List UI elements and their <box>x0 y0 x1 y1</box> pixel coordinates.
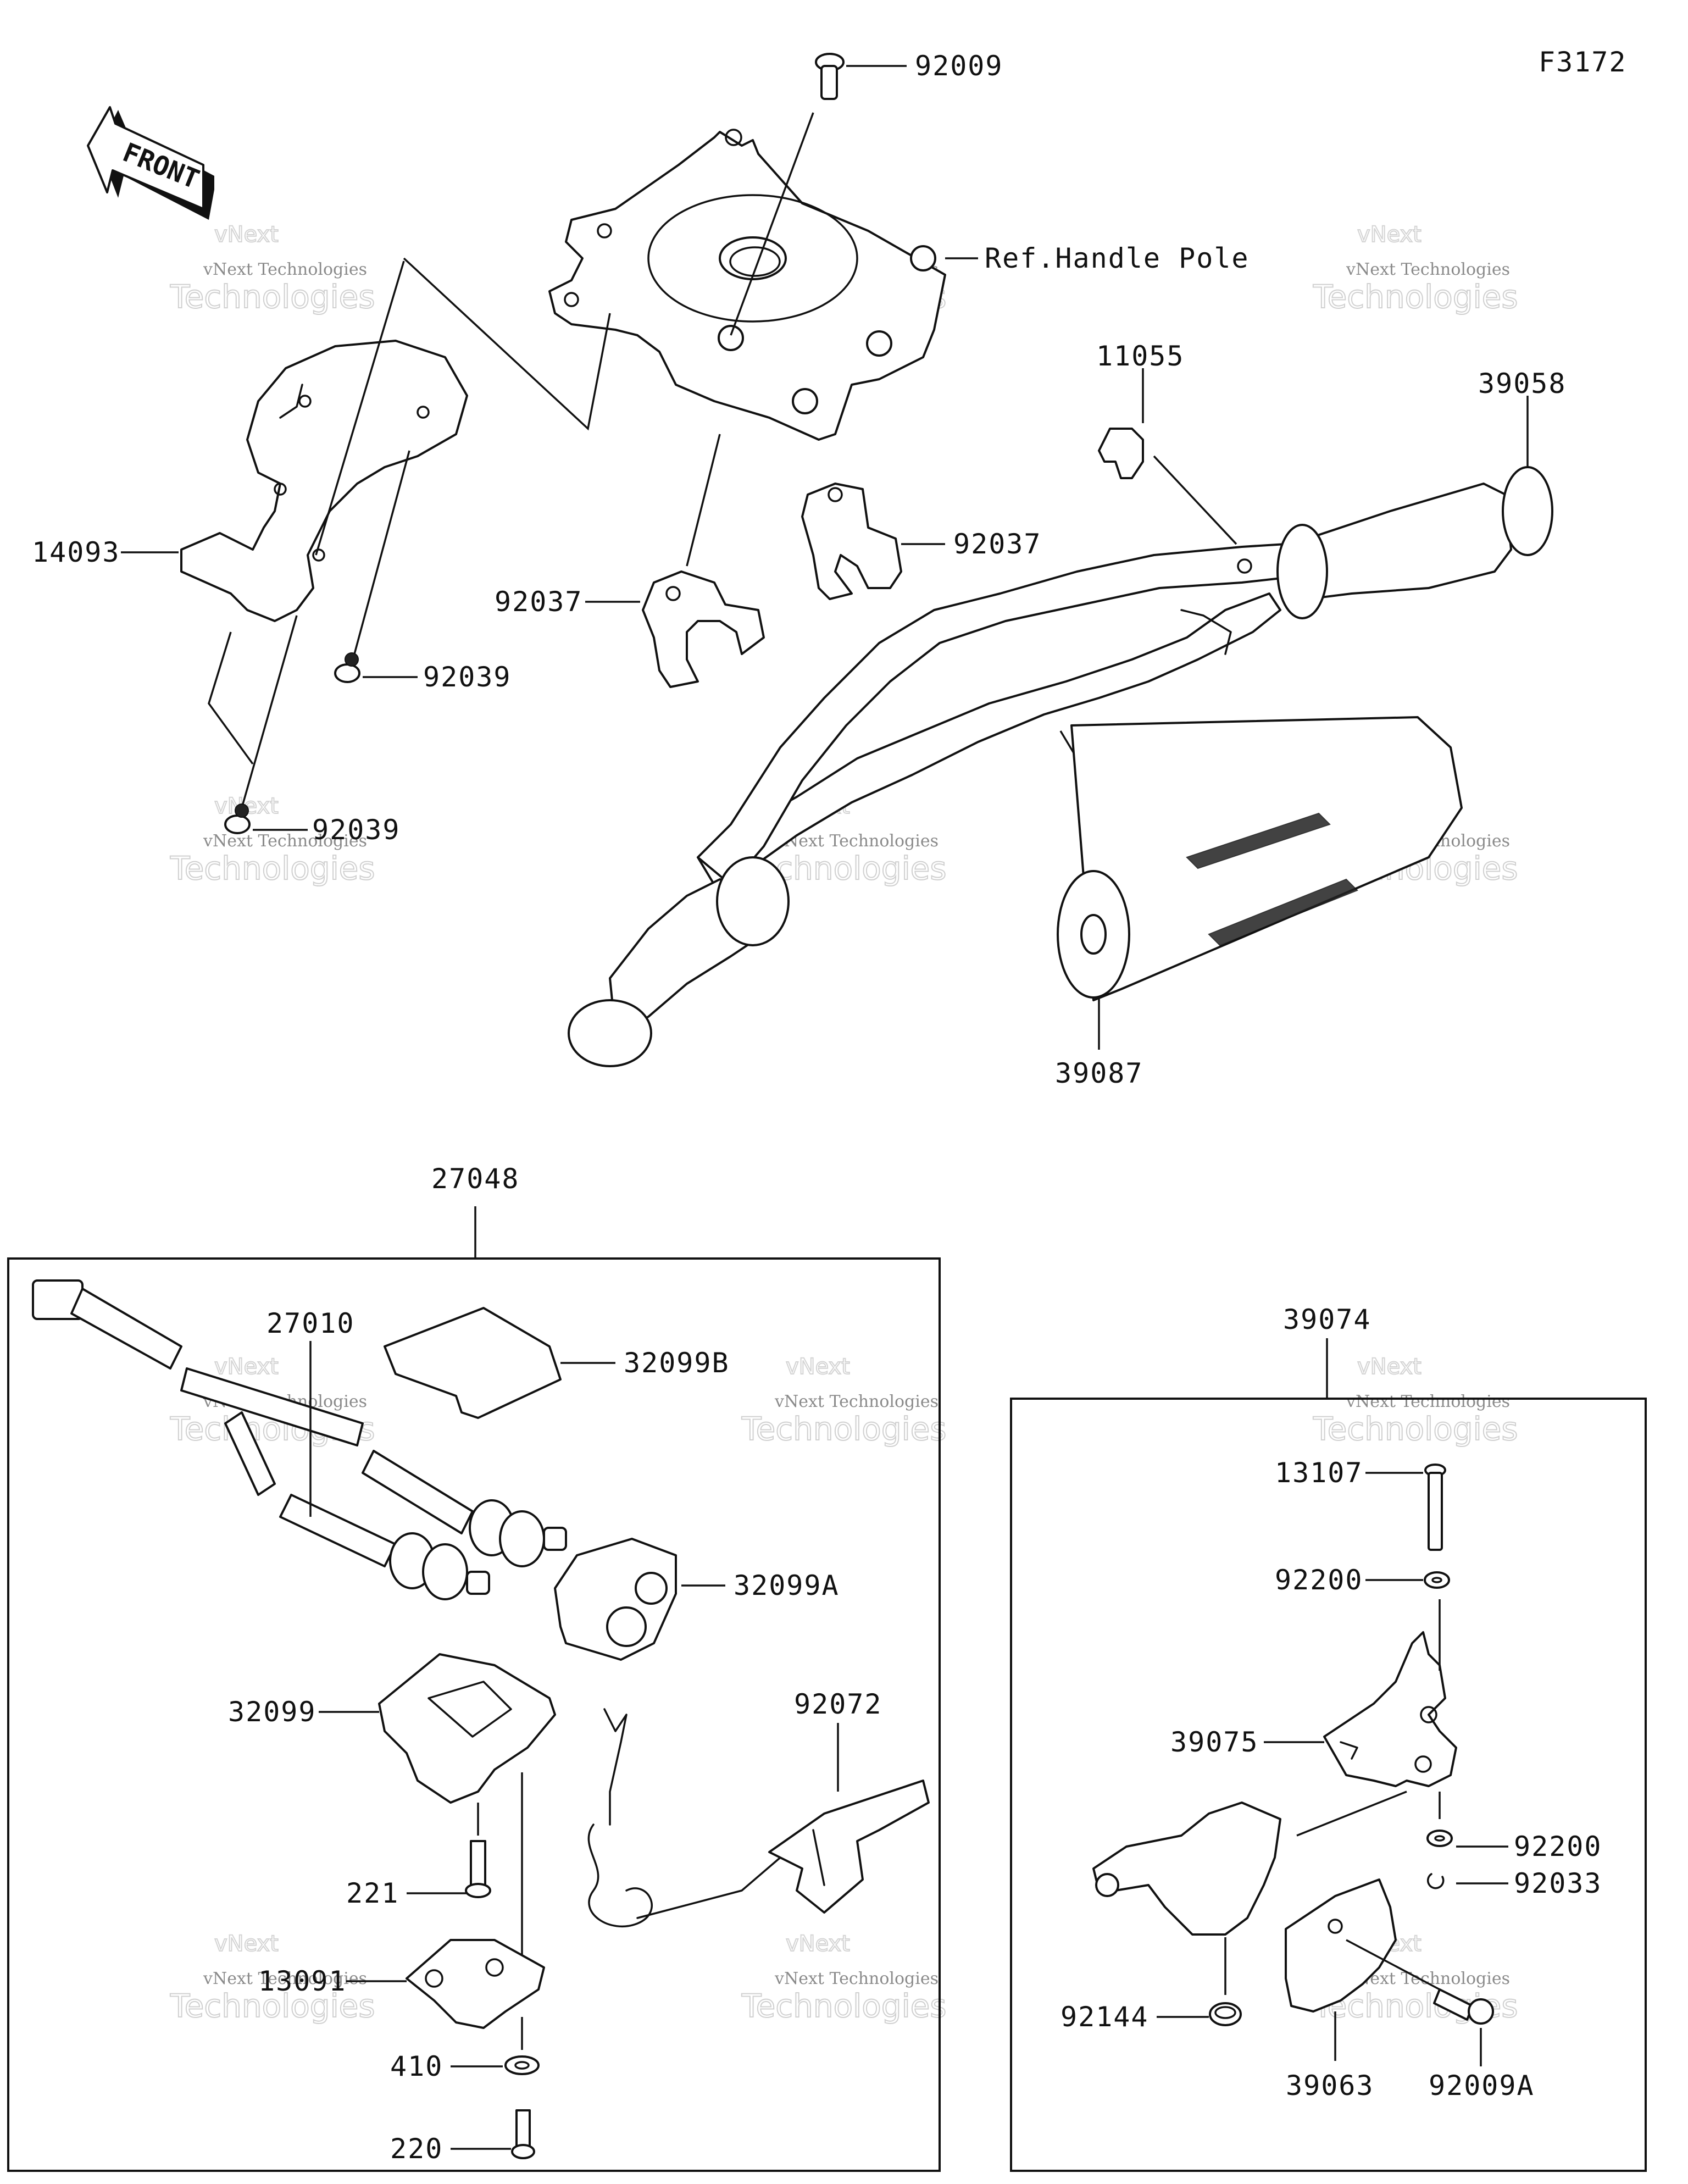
watermark-small: vNext Technologies <box>1346 1392 1510 1411</box>
circlip-92033: 92033 <box>1427 1867 1602 1899</box>
watermark-large: Technologies <box>1313 1410 1518 1448</box>
watermark-large: Technologies <box>170 850 375 887</box>
pin-13107: 13107 <box>1275 1457 1446 1551</box>
clamp-39075: 39075 <box>1170 1599 1457 1837</box>
part-label-410: 410 <box>390 2050 443 2082</box>
washer-92200-a: 92200 <box>1275 1564 1450 1596</box>
handlebar-39058: 39058 <box>568 368 1567 1067</box>
clip-11055: 11055 <box>1096 340 1237 545</box>
part-label-11055: 11055 <box>1096 340 1185 372</box>
part-label-92200-a: 92200 <box>1275 1564 1363 1596</box>
screw-92039-a: 92039 <box>334 450 512 693</box>
part-label-13091: 13091 <box>258 1965 347 1997</box>
ref-handle-pole-label: Ref.Handle Pole <box>985 242 1250 274</box>
part-label-92009A: 92009A <box>1429 2070 1535 2102</box>
part-label-39075: 39075 <box>1170 1726 1259 1758</box>
bracket-14093: 14093 <box>32 257 611 622</box>
washer-92200-b: 92200 <box>1426 1792 1602 1863</box>
watermark-large: Technologies <box>170 1987 375 2025</box>
watermark-small: vNext Technologies <box>1346 260 1510 279</box>
part-label-39063: 39063 <box>1286 2070 1374 2102</box>
part-label-32099A: 32099A <box>734 1570 840 1601</box>
part-label-39087: 39087 <box>1055 1057 1143 1089</box>
part-label-32099: 32099 <box>228 1696 316 1728</box>
pad-39087: 39087 <box>1055 716 1463 1089</box>
part-label-14093: 14093 <box>32 536 120 568</box>
part-label-221: 221 <box>346 1877 399 1909</box>
screw-92039-b: 92039 <box>208 615 401 846</box>
watermark-logo: vNext <box>1357 222 1422 247</box>
watermark-logo: vNext <box>786 1354 850 1379</box>
front-arrow-icon: FRONT <box>87 106 214 220</box>
screw-221: 221 <box>346 1803 491 1909</box>
wire-harness-27010: 27010 <box>32 1279 567 1600</box>
bolt-92009: 92009 <box>730 50 1003 336</box>
cover-32099B: 32099B <box>384 1307 730 1419</box>
watermark-large: Technologies <box>1313 278 1518 315</box>
screw-220: 220 <box>390 2109 535 2165</box>
watermark-logo: vNext <box>214 222 279 247</box>
holder-92037-left: 92037 <box>495 434 765 688</box>
watermark-logo: vNext <box>786 1931 850 1956</box>
part-label-220: 220 <box>390 2133 443 2165</box>
watermark-logo: vNext <box>214 1354 279 1379</box>
watermark-large: Technologies <box>741 1987 947 2025</box>
assembly-box-39074 <box>1010 1398 1647 2172</box>
holder-92037-right: 92037 <box>801 483 1042 600</box>
switch-32099A: 32099A <box>554 1538 840 1661</box>
handle-pole-plate: Ref.Handle Pole <box>548 129 1250 441</box>
watermark-small: vNext Technologies <box>774 1392 939 1411</box>
part-label-92039-a: 92039 <box>423 661 512 693</box>
diagram-code: F3172 <box>1539 46 1627 78</box>
spring-92144: 92144 <box>1060 2001 1242 2033</box>
assembly-box-27048 <box>7 1257 941 2172</box>
part-label-92037-right: 92037 <box>953 528 1042 560</box>
part-label-13107: 13107 <box>1275 1457 1363 1489</box>
part-label-27048: 27048 <box>431 1163 520 1195</box>
bolt-92009A: 92009A <box>1346 1939 1535 2102</box>
part-label-39074: 39074 <box>1283 1304 1372 1335</box>
watermark-small: vNext Technologies <box>203 1969 367 1988</box>
watermark-large: Technologies <box>170 278 375 315</box>
part-label-32099B: 32099B <box>624 1347 730 1379</box>
part-label-27010: 27010 <box>266 1307 355 1339</box>
part-label-92033: 92033 <box>1514 1867 1602 1899</box>
bracket-13091: 13091 <box>258 1939 545 2029</box>
part-label-39058: 39058 <box>1478 368 1567 400</box>
part-label-92072: 92072 <box>794 1688 882 1720</box>
lanyard-92072: 92072 <box>587 1688 930 1927</box>
watermark-small: vNext Technologies <box>774 832 939 851</box>
cover-39063: 39063 <box>1285 1878 1397 2102</box>
watermark-small: vNext Technologies <box>203 260 367 279</box>
part-label-92009: 92009 <box>915 50 1003 82</box>
washer-410: 410 <box>390 2017 540 2082</box>
watermark-logo: vNext <box>1357 1354 1422 1379</box>
watermark-small: vNext Technologies <box>203 832 367 851</box>
watermark-small: vNext Technologies <box>774 1969 939 1988</box>
part-label-92144: 92144 <box>1060 2001 1149 2033</box>
watermark-large: Technologies <box>741 1410 947 1448</box>
part-label-92039-b: 92039 <box>312 814 401 846</box>
housing-32099: 32099 <box>228 1653 556 1962</box>
clamp-body <box>1092 1801 1281 1995</box>
part-label-92200-b: 92200 <box>1514 1831 1602 1863</box>
watermark-logo: vNext <box>214 1931 279 1956</box>
part-label-92037-left: 92037 <box>495 586 583 618</box>
